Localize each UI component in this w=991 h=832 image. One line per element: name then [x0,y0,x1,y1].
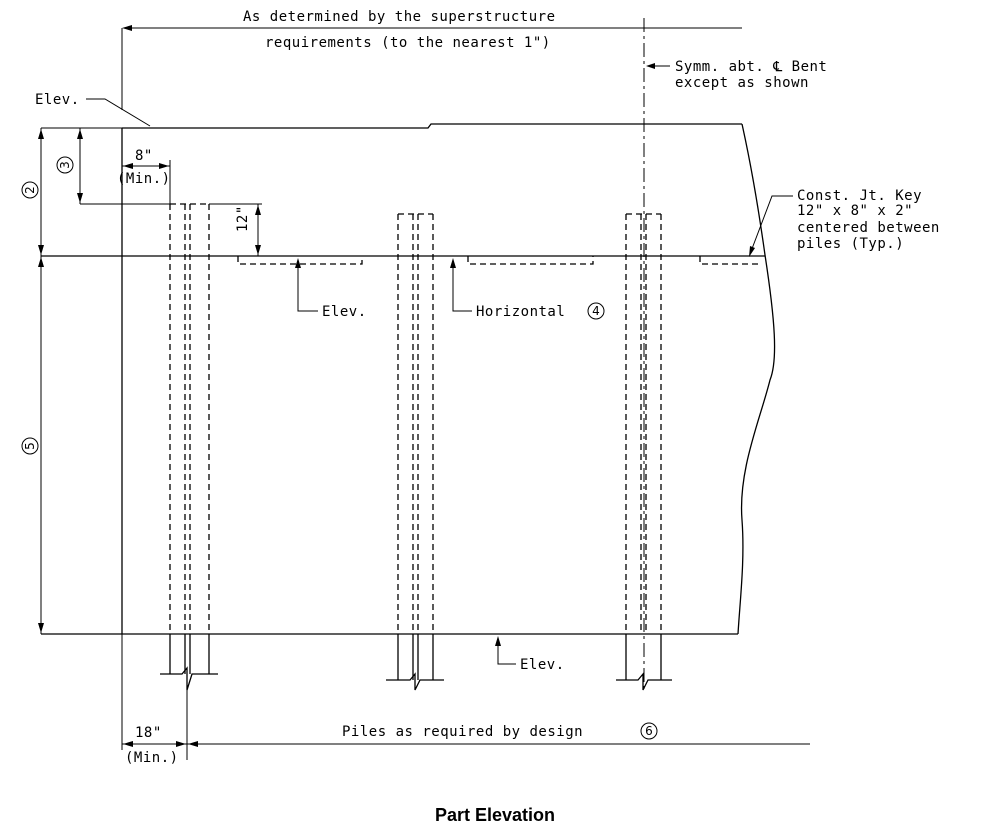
piles-dimension [121,634,810,760]
dim-8-min-label: (Min.) [117,171,171,187]
svg-text:2: 2 [23,186,37,194]
left-dimensions [38,127,122,634]
callout-3: 3 [56,156,74,174]
horizontal-label: Horizontal [476,304,565,320]
pile-right [616,213,672,691]
symm-note-line2: except as shown [675,75,809,91]
dim-8-label: 8" [135,148,153,164]
dimension-8in [122,160,171,204]
callout-6: 6 [640,722,658,740]
svg-text:3: 3 [58,161,72,169]
pile-middle [386,213,444,691]
elev-top-label: Elev. [35,92,80,108]
symm-note-line1: Symm. abt. ℄ Bent [675,59,827,75]
const-jt-keys [237,256,760,265]
svg-text:6: 6 [645,724,653,738]
elev-bottom-leader [495,636,516,665]
horizontal-leader [450,258,472,312]
superstructure-note-line1: As determined by the superstructure [243,9,556,25]
pile-left [160,203,218,691]
elev-top-leader [86,98,151,127]
dim-18-label: 18" [135,725,162,741]
callout-5: 5 [21,437,39,455]
cap-outline [41,123,776,635]
dimension-12in [209,203,262,256]
elev-mid-leader [295,258,318,312]
const-jt-leader [749,195,793,257]
piles-note: Piles as required by design [342,724,583,740]
superstructure-dimension [121,25,742,110]
svg-text:5: 5 [23,442,37,450]
callout-2: 2 [21,181,39,199]
const-jt-note-line2: 12" x 8" x 2" [797,203,913,219]
dimension-3 [77,128,170,205]
const-jt-note-line4: piles (Typ.) [797,236,904,252]
dim-18-min-label: (Min.) [125,750,179,766]
svg-text:4: 4 [592,304,600,318]
dim-12-label: 12" [235,205,251,232]
const-jt-note-line1: Const. Jt. Key [797,188,922,204]
symm-leader [646,63,670,69]
callout-4: 4 [587,302,605,320]
elev-bottom-label: Elev. [520,657,565,673]
superstructure-note-line2: requirements (to the nearest 1") [265,35,551,51]
const-jt-note-line3: centered between [797,220,940,236]
drawing-title: Part Elevation [435,805,555,825]
elev-mid-label: Elev. [322,304,367,320]
